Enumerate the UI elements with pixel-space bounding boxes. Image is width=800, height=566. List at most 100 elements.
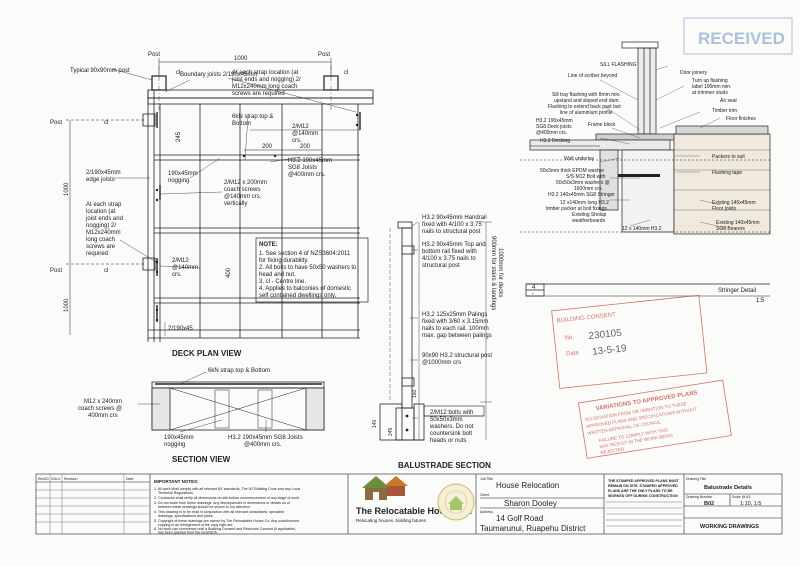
company-logo: The Relocatable House Co. Relocating hou… xyxy=(356,476,475,523)
scriber-note: Line of scriber beyond xyxy=(568,73,617,79)
rail-note: H3.2 90x45mm Top and xyxy=(422,242,486,248)
bearer-note: SG8 Bearers xyxy=(716,226,745,232)
stamp-date-label: Date xyxy=(566,350,580,357)
scale-value: 1:10, 1:5 xyxy=(740,501,761,507)
post-note: Typical 90x90mm post xyxy=(70,68,130,74)
bolt-note: countersink bolt xyxy=(430,431,472,437)
nogging-note: 190x45mm xyxy=(164,435,194,441)
notice-line: REMAIN ON SITE. STAMPED APPROVED xyxy=(608,484,678,488)
weatherboard-note: weatherboards xyxy=(572,218,606,224)
notice-line: THE STAMPED APPROVED PLANS MUST xyxy=(608,479,680,483)
strap-note: joist ends and nogging) 2/ xyxy=(231,77,301,83)
note-line: 4. Applies to balconies of domestic xyxy=(259,286,351,292)
post-label: Post xyxy=(318,52,330,58)
important-note: drawings, specifications and plans. xyxy=(158,514,214,518)
stamp-date-value: 13-5-19 xyxy=(592,343,628,358)
bolt-note: crs. xyxy=(292,138,302,144)
job-info: Job Title House Relocation Client Sharon… xyxy=(480,477,586,533)
note-line: for fixing durability. xyxy=(259,258,309,264)
deck-plan-view xyxy=(66,58,374,342)
note-line: 2. All bolts to have 50x50 washers to xyxy=(259,265,357,271)
note-line: head and nut. xyxy=(259,272,296,278)
paling-note: H3.2 125x25mm Palings xyxy=(422,312,487,318)
bolt-note: @140mm xyxy=(292,131,318,137)
post-note: 90x90 H3.2 structural post xyxy=(422,353,492,359)
sheet-type: WORKING DRAWINGS xyxy=(700,524,759,530)
bolt-note: @140mm xyxy=(172,265,198,271)
revision-col: Rev/ID xyxy=(38,477,49,481)
received-text: RECEIVED xyxy=(698,29,785,48)
drawing-info: Drawing Title Balustrade Details Drawing… xyxy=(686,477,761,530)
address-line-2: Taumarunui, Ruapehu District xyxy=(480,524,586,533)
paling-note: fixed with 3/60 x 3.15mm xyxy=(422,319,488,325)
joist-note: H3.2 190x45mm xyxy=(536,118,573,124)
strap-note: screws are required xyxy=(232,91,285,97)
handrail-note: nails to structural post xyxy=(422,229,481,235)
flashing-note: Sill tray flashing with 8mm min. xyxy=(552,92,621,98)
trim-note: Timber trim xyxy=(712,108,737,114)
client-value: Sharon Dooley xyxy=(504,499,557,508)
joist-note: @400mm crs. xyxy=(244,442,282,448)
joist-note: H3.2 190x45mm SG8 Joists xyxy=(228,435,303,441)
post-label: Post xyxy=(148,52,160,58)
address-label: Address xyxy=(480,510,493,514)
strap-note: joist ends and xyxy=(85,216,123,222)
paling-note: nails to each rail. 100mm xyxy=(422,326,489,332)
bolt-note: washers. Do not xyxy=(429,424,474,430)
revision-col: Date xyxy=(126,477,133,481)
packer-note: Packers to suit xyxy=(712,154,745,160)
strap-note: Bottom xyxy=(232,121,251,127)
coach-note: @140mm crs. xyxy=(224,194,262,200)
nogging-note: nogging xyxy=(168,178,189,184)
important-note: has been granted from the local BCA. xyxy=(158,531,218,535)
packer-note: timber packer at bolt fixings xyxy=(546,206,607,212)
joist-note: SG8 Deck joists xyxy=(536,124,572,130)
address-line-1: 14 Golf Road xyxy=(496,514,543,523)
important-note: Territorial Regulations. xyxy=(158,491,194,495)
coach-note: 2/M12 x 200mm xyxy=(224,180,267,186)
flashing-note: at trimmer studs xyxy=(692,90,728,96)
notice-line: PLANS ARE THE ONLY PLANS TO BE xyxy=(608,489,673,493)
strap-note: 6kN strap top & Bottom xyxy=(208,368,270,374)
height-dimension: 1000mm for decks xyxy=(497,248,503,297)
company-tagline: Relocating houses, building futures xyxy=(356,518,427,523)
drawing-number-label: Drawing Number xyxy=(686,495,713,499)
dimension-label: 200 xyxy=(262,144,273,150)
flashing-note: Flashing tape xyxy=(712,170,742,176)
certification-seal-icon xyxy=(437,483,475,521)
important-note: 1. All work shall comply with all releva… xyxy=(154,487,300,491)
post-note: @1000mm crs xyxy=(422,360,461,366)
packer-note: 12 x140mm long H3.2 xyxy=(560,200,609,206)
strap-note: 6kN strap top & xyxy=(232,114,273,120)
strap-note: location (at xyxy=(86,209,116,215)
section-view-labels: 6kN strap top & Bottom M12 x 240mm coach… xyxy=(78,368,303,464)
variations-stamp: VARIATIONS TO APPROVED PLANS NO DEVIATIO… xyxy=(577,379,732,459)
cl-label: cl xyxy=(176,70,180,76)
dimension-label: 140 xyxy=(372,419,378,428)
important-note: 4. This drawing is to be read in conjunc… xyxy=(154,510,284,514)
weatherboard-note: Existing Sholap xyxy=(572,212,607,218)
drawing-number-value: B02 xyxy=(704,501,714,507)
important-note: between these drawings should be shown t… xyxy=(158,505,251,509)
bolt-note: crs. xyxy=(172,272,182,278)
strap-note: At each strap location (at xyxy=(232,70,299,76)
rail-note: 4/100 x 3.75 nails to xyxy=(422,256,476,262)
joist-note: 2/190x45mm xyxy=(86,170,121,176)
client-label: Client xyxy=(480,493,489,497)
nogging-note: nogging xyxy=(164,442,185,448)
stamp-no-value: 230105 xyxy=(588,328,623,342)
joist-note: edge joists xyxy=(86,177,115,183)
handrail-note: fixed with 4/100 x 3.75 xyxy=(422,222,482,228)
cl-label: cl xyxy=(104,120,108,126)
bolt-note: 50x3mm thick EPDM washer xyxy=(540,168,605,174)
joist-note: @400mm crs. xyxy=(288,172,326,178)
title-block xyxy=(35,473,783,535)
bolt-note: 2/M12 xyxy=(292,124,309,130)
coach-note: coach screws xyxy=(224,187,260,193)
floor-note: Floor finishes xyxy=(726,116,756,122)
view-title: SECTION VIEW xyxy=(172,455,231,464)
job-title-label: Job Title xyxy=(480,477,493,481)
title-block-text: Rev/ID Chk'd Revision Date IMPORTANT NOT… xyxy=(38,477,300,535)
notice-line: WORKED OFF DURING CONSTRUCTION xyxy=(608,494,678,498)
